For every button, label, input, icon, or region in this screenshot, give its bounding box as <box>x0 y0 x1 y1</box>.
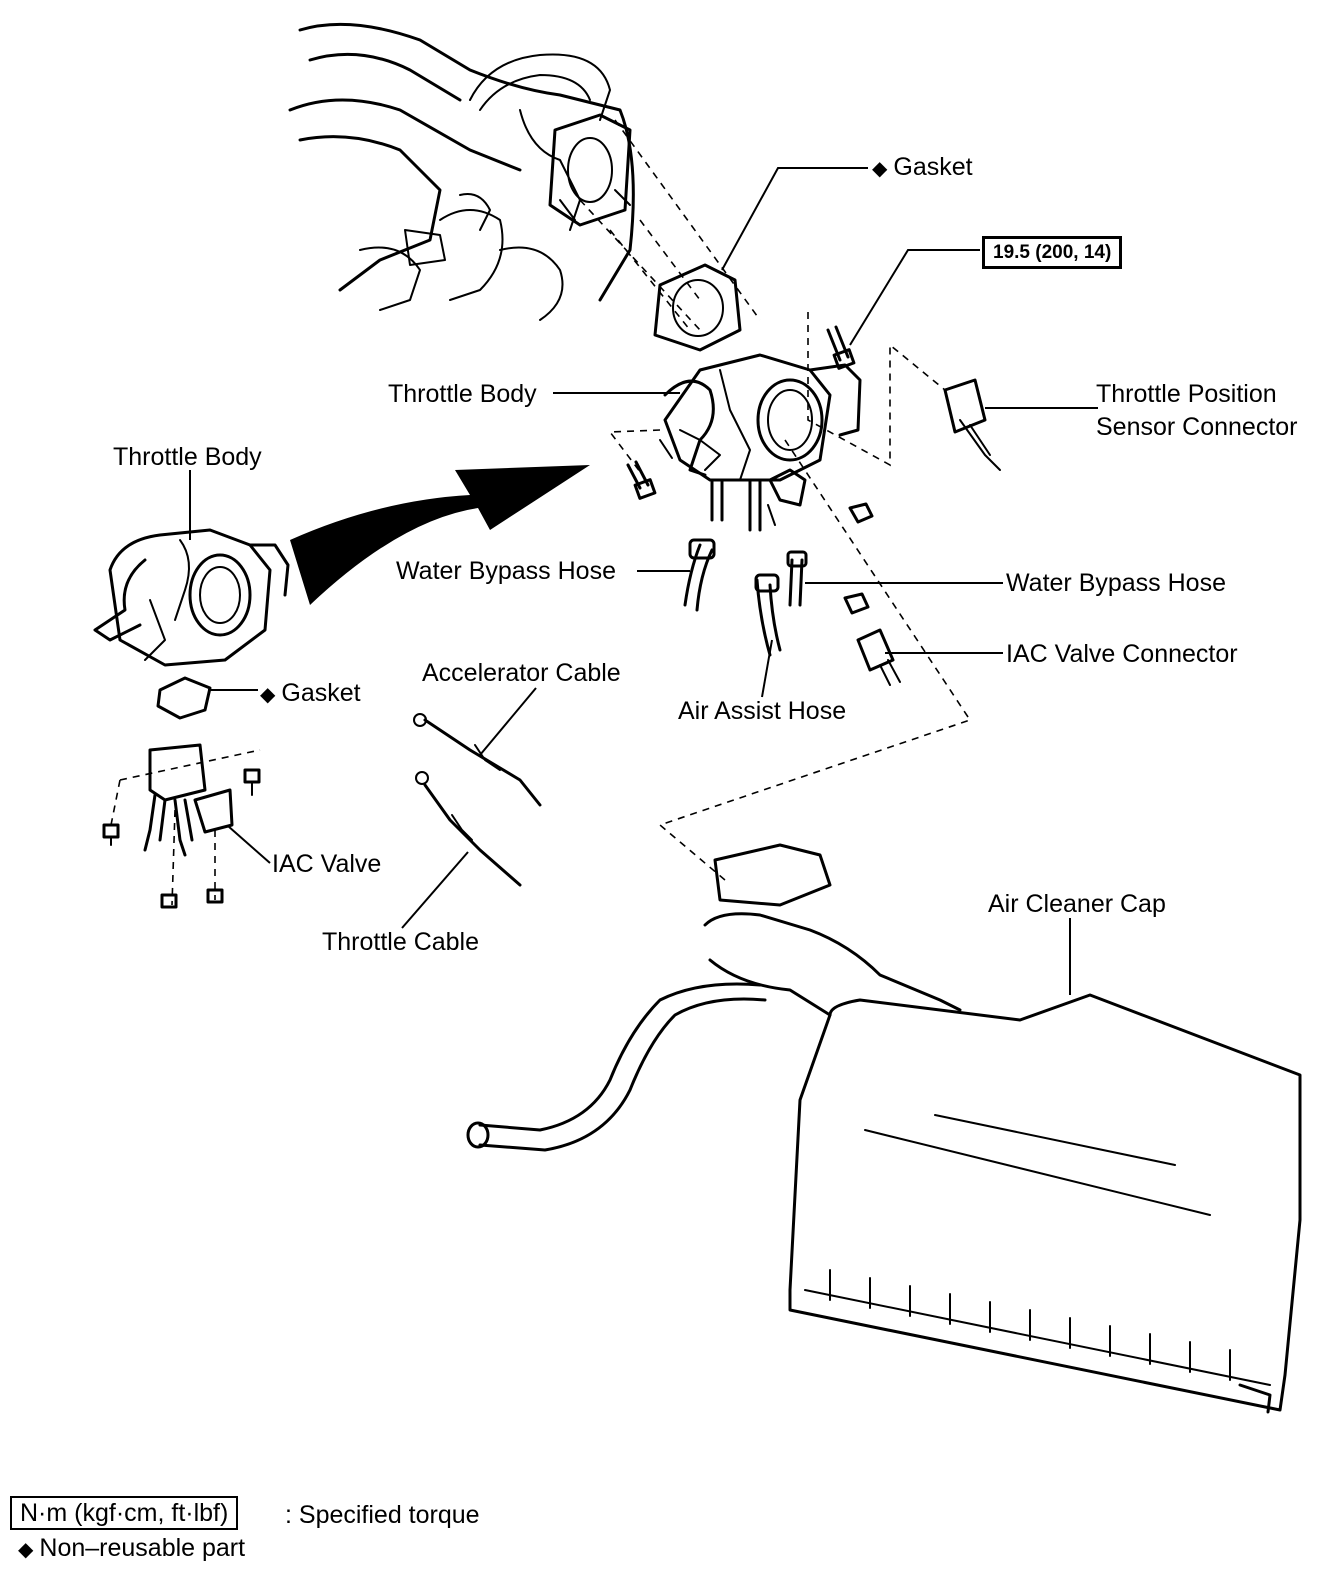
water-bypass-hose-right-label: Water Bypass Hose <box>1006 569 1226 597</box>
air-cleaner-drawing <box>466 843 1302 1414</box>
connectors-drawing <box>856 378 1001 686</box>
torque-spec-badge: 19.5 (200, 14) <box>982 236 1123 269</box>
throttle-body-detail-label: Throttle Body <box>113 443 262 471</box>
non-reusable-legend: ◆Non–reusable part <box>18 1534 245 1564</box>
non-reusable-legend-text: Non–reusable part <box>39 1534 246 1562</box>
air-cleaner-cap-label: Air Cleaner Cap <box>988 890 1166 918</box>
accelerator-cable-label: Accelerator Cable <box>422 659 621 687</box>
air-assist-hose-label: Air Assist Hose <box>678 697 847 725</box>
gasket-small-text: Gasket <box>281 679 361 707</box>
throttle-body-main-drawing <box>659 353 862 532</box>
iac-valve-drawing <box>102 743 261 909</box>
throttle-body-detail-drawing <box>93 528 290 667</box>
gasket-top-drawing <box>653 263 742 352</box>
gasket-small-drawing <box>156 676 212 720</box>
tps-connector-label-line1: Throttle Position <box>1096 380 1277 408</box>
iac-valve-connector-label: IAC Valve Connector <box>1006 640 1238 668</box>
torque-legend-desc: : Specified torque <box>285 1501 480 1529</box>
torque-units-legend-box: N·m (kgf·cm, ft·lbf) <box>10 1496 239 1530</box>
water-bypass-hose-left-label: Water Bypass Hose <box>396 557 616 585</box>
non-reusable-diamond-icon: ◆ <box>872 158 888 180</box>
bolts <box>626 325 874 615</box>
hoses-drawing <box>683 538 808 657</box>
gasket-small-label: ◆Gasket <box>260 679 361 709</box>
throttle-body-main-label: Throttle Body <box>388 380 537 408</box>
cables-drawing <box>413 713 542 887</box>
intake-manifold-drawing <box>288 22 635 321</box>
gasket-top-text: Gasket <box>893 153 973 181</box>
tps-connector-label-line2: Sensor Connector <box>1096 413 1298 441</box>
throttle-cable-label: Throttle Cable <box>322 928 480 956</box>
non-reusable-diamond-icon: ◆ <box>18 1539 34 1561</box>
gasket-top-label: ◆Gasket <box>872 153 973 183</box>
non-reusable-diamond-icon: ◆ <box>260 684 276 706</box>
leader-lines <box>189 167 1098 995</box>
iac-valve-label: IAC Valve <box>272 850 382 878</box>
alignment-lines <box>109 119 972 906</box>
direction-arrow <box>290 465 590 605</box>
